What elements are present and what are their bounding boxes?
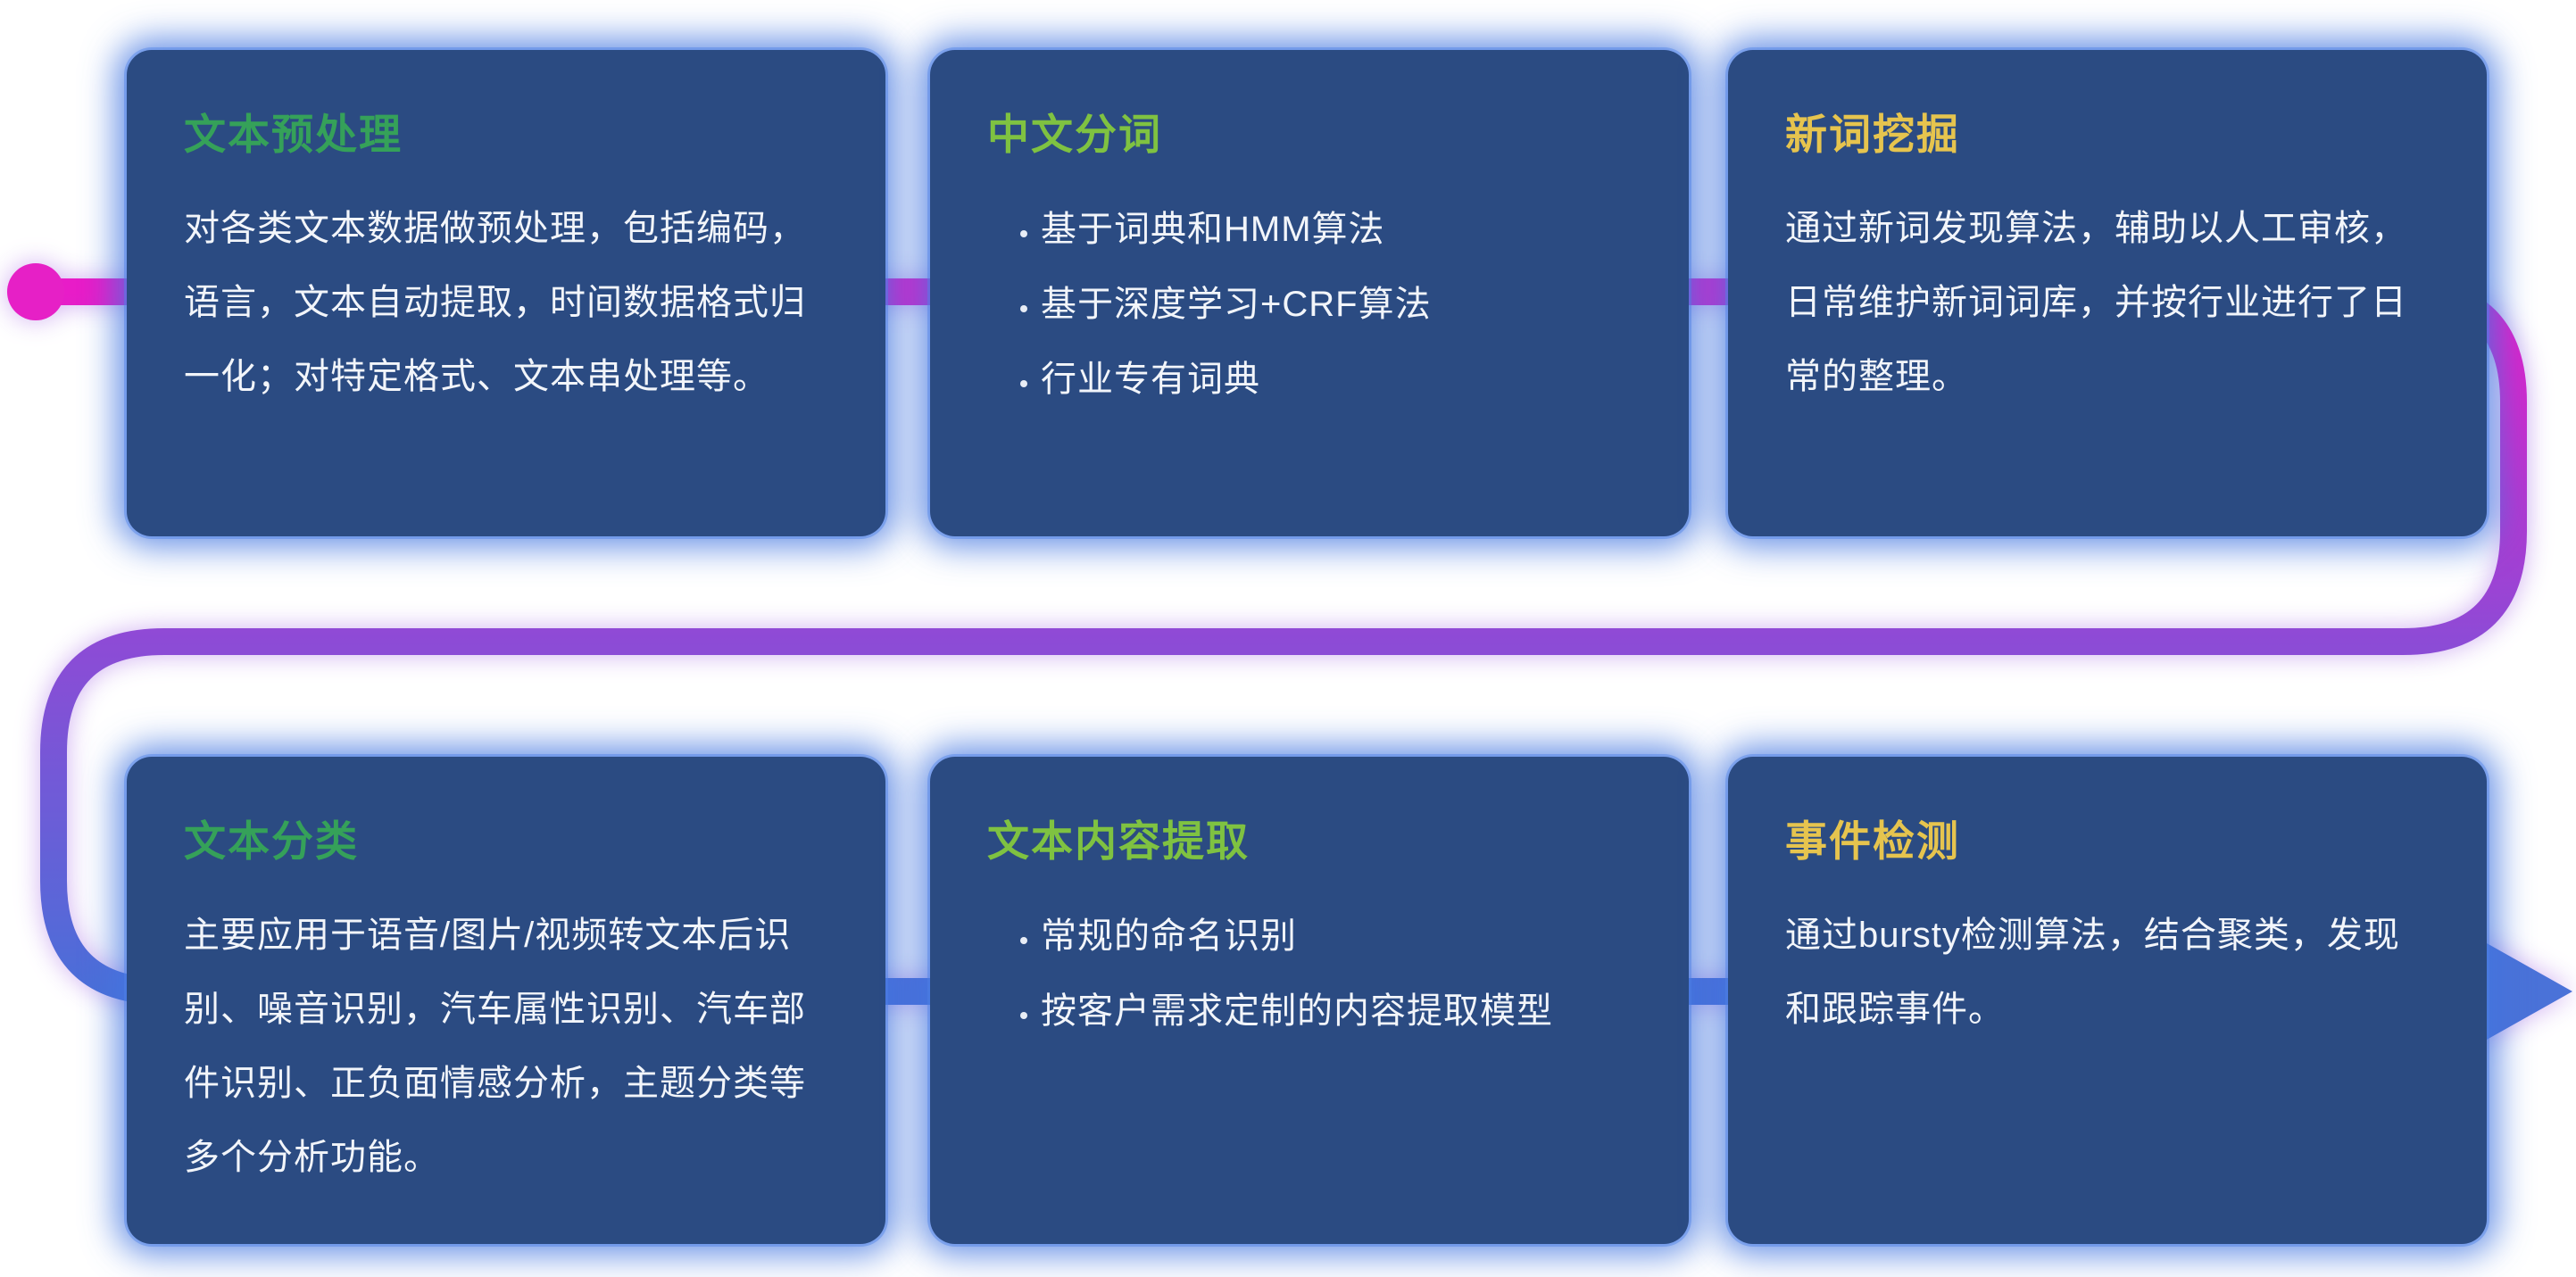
- card-title: 文本内容提取: [987, 817, 1250, 865]
- card-bullet-list: 常规的命名识别 按客户需求定制的内容提取模型: [987, 899, 1632, 1049]
- card-chinese-segmentation: 中文分词 基于词典和HMM算法 基于深度学习+CRF算法 行业专有词典: [930, 50, 1689, 536]
- card-bullet-list: 基于词典和HMM算法 基于深度学习+CRF算法 行业专有词典: [987, 192, 1632, 417]
- card-title: 事件检测: [1785, 817, 1960, 865]
- card-title: 文本分类: [184, 817, 359, 865]
- bullet-item: 基于词典和HMM算法: [1041, 192, 1632, 267]
- card-event-detection: 事件检测 通过bursty检测算法，结合聚类，发现和跟踪事件。: [1728, 757, 2487, 1244]
- card-body: 通过bursty检测算法，结合聚类，发现和跟踪事件。: [1785, 916, 2400, 1029]
- card-text-preprocessing: 文本预处理 对各类文本数据做预处理，包括编码，语言，文本自动提取，时间数据格式归…: [127, 50, 885, 536]
- card-text-classification: 文本分类 主要应用于语音/图片/视频转文本后识别、噪音识别，汽车属性识别、汽车部…: [127, 757, 885, 1244]
- card-title: 中文分词: [987, 111, 1162, 158]
- flow-start-dot-icon: [7, 263, 64, 320]
- bullet-item: 按客户需求定制的内容提取模型: [1041, 974, 1632, 1049]
- bullet-item: 常规的命名识别: [1041, 899, 1632, 974]
- card-title: 文本预处理: [184, 111, 403, 158]
- card-content-extraction: 文本内容提取 常规的命名识别 按客户需求定制的内容提取模型: [930, 757, 1689, 1244]
- card-new-word-mining: 新词挖掘 通过新词发现算法，辅助以人工审核，日常维护新词词库，并按行业进行了日常…: [1728, 50, 2487, 536]
- flow-arrow-icon: [2472, 935, 2572, 1048]
- bullet-item: 基于深度学习+CRF算法: [1041, 267, 1632, 342]
- card-body: 通过新词发现算法，辅助以人工审核，日常维护新词词库，并按行业进行了日常的整理。: [1785, 209, 2407, 396]
- bullet-item: 行业专有词典: [1041, 342, 1632, 417]
- flow-line: [36, 278, 2527, 1005]
- card-body: 主要应用于语音/图片/视频转文本后识别、噪音识别，汽车属性识别、汽车部件识别、正…: [184, 916, 806, 1177]
- card-title: 新词挖掘: [1785, 111, 1960, 158]
- card-body: 对各类文本数据做预处理，包括编码，语言，文本自动提取，时间数据格式归一化；对特定…: [184, 209, 806, 396]
